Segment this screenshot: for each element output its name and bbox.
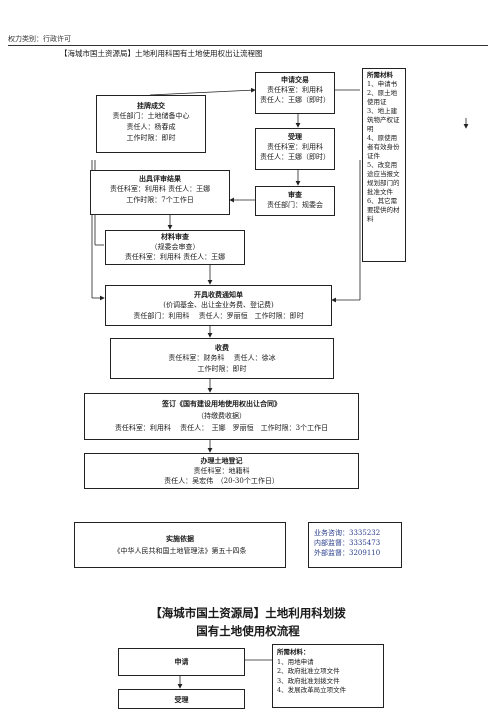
node-opinion-title: 出具评审结果 [139, 174, 181, 183]
node2-materials-item: 4、发展改革局立项文件 [277, 686, 347, 694]
node-material-review-line1: （规委会审查） [150, 243, 200, 251]
permission-category: 权力类别：行政许可 [8, 35, 71, 43]
node-application-line2: 责任人：王娜（即时） [260, 96, 330, 104]
node-fee: 收费 责任科室：财务科 责任人：徐冰 工作时限：即时 [110, 338, 334, 379]
node2-materials: 所需材料： 1、用地申请 2、政府批准立项文件 3、政府批准划拨文件 4、发展改… [272, 644, 384, 708]
materials-item: 5、改变用途应当报文规划部门的批准文件 [367, 161, 400, 196]
node2-application: 申请 [118, 648, 245, 676]
materials-item: 2、原土地使用证 [367, 89, 398, 106]
node2-acceptance: 受理 [118, 689, 245, 709]
node-acceptance-line1: 责任科室：利用科 [267, 143, 323, 151]
materials-list: 所需材料 1、申请书 2、原土地使用证 3、地上建筑物产权证明 4、原使用者有效… [362, 68, 406, 262]
node-contract-line2: 责任科室：利用科 责任人： 王娜 罗丽恒 工作时限：3个工作日 [114, 424, 329, 432]
node-acceptance-line2: 责任人：王娜（即时） [260, 153, 330, 161]
contact-internal: 内部监督：3335473 [314, 539, 381, 547]
node-listing-line1: 责任部门：土地储备中心 [112, 112, 190, 120]
contact-external: 外部监督：3209110 [314, 549, 381, 557]
diagram2-title-line2: 国有土地使用权流程 [196, 624, 300, 638]
node-material-review-line2: 责任科室：利用科 责任人：王娜 [124, 253, 226, 261]
node-contract: 签订《国有建设用地使用权出让合同》 （持缴费收据） 责任科室：利用科 责任人： … [84, 393, 359, 440]
node-application: 申请交易 责任科室：利用科 责任人：王娜（即时） [255, 72, 335, 114]
node-fee-notice-line1: (价调基金、出让金业务费、登记费) [163, 301, 274, 309]
node-fee-title: 收费 [215, 343, 229, 352]
legal-basis-line1: 《中华人民共和国土地管理法》第五十四条 [113, 547, 247, 555]
node-registration-title: 办理土地登记 [200, 456, 243, 465]
node-review-line1: 责任部门：规委会 [267, 201, 323, 209]
node2-application-title: 申请 [174, 657, 189, 666]
materials-item: 3、地上建筑物产权证明 [367, 107, 400, 133]
node2-materials-item: 2、政府批准立项文件 [277, 667, 340, 675]
node2-materials-item: 1、用地申请 [277, 657, 314, 666]
diagram2-title-line1: 【海城市国土资源局】土地利用科划拨 [150, 606, 346, 620]
diagram-title: 【海城市国土资源局】土地利用科国有土地使用权出让流程图 [60, 49, 263, 58]
header-divider [8, 45, 488, 46]
node-review: 审查 责任部门：规委会 [255, 186, 335, 216]
node-fee-notice: 开具收费通知单 (价调基金、出让金业务费、登记费) 责任部门：利用科 责任人：罗… [105, 285, 332, 326]
node-registration-line1: 责任科室：地籍科 [193, 467, 250, 475]
node-listing-line2: 责任人：杨春成 [126, 123, 176, 131]
materials-item: 6、其它需要提供的材料 [367, 197, 400, 223]
legal-basis-title: 实施依据 [166, 534, 194, 543]
node-registration-line2: 责任人：吴宏伟 （20-30个工作日） [164, 477, 279, 485]
node-acceptance-title: 受理 [288, 132, 302, 141]
node-listing-title: 挂牌成交 [137, 101, 165, 110]
node-material-review: 材料审查 （规委会审查） 责任科室：利用科 责任人：王娜 [105, 230, 245, 265]
node-material-review-title: 材料审查 [161, 232, 189, 241]
node-application-title: 申请交易 [281, 75, 309, 84]
node-opinion: 出具评审结果 责任科室：利用科 责任人：王娜 工作时限：7个工作日 [90, 170, 230, 215]
node-acceptance: 受理 责任科室：利用科 责任人：王娜（即时） [255, 128, 335, 170]
node-listing: 挂牌成交 责任部门：土地储备中心 责任人：杨春成 工作时限：即时 [96, 95, 206, 153]
node-opinion-line2: 工作时限：7个工作日 [126, 196, 194, 204]
node-fee-line2: 工作时限：即时 [197, 365, 247, 373]
materials-item: 4、原使用者有效身份证件 [367, 134, 400, 160]
node-fee-line1: 责任科室：财务科 责任人：徐冰 [168, 354, 276, 362]
node-fee-notice-line2: 责任部门：利用科 责任人：罗丽恒 工作时限：即时 [133, 312, 304, 320]
node2-materials-item: 3、政府批准划拨文件 [277, 676, 340, 685]
materials-title: 所需材料 [367, 71, 393, 79]
node2-acceptance-title: 受理 [174, 695, 189, 704]
materials-item: 1、申请书 [367, 80, 398, 88]
node-review-title: 审查 [288, 190, 302, 199]
arrow-listing-to-application [149, 87, 256, 96]
node-contract-line1: （持缴费收据） [197, 412, 246, 420]
contact-info: 业务咨询：3335232 内部监督：3335473 外部监督：3209110 [308, 522, 402, 568]
contact-consult: 业务咨询：3335232 [314, 529, 381, 537]
legal-basis: 实施依据 《中华人民共和国土地管理法》第五十四条 [74, 522, 286, 568]
node-listing-line3: 工作时限：即时 [126, 134, 176, 142]
node-fee-notice-title: 开具收费通知单 [194, 290, 243, 299]
node2-materials-title: 所需材料： [277, 648, 310, 656]
node-opinion-line1: 责任科室：利用科 责任人：王娜 [109, 185, 211, 193]
node-application-line1: 责任科室：利用科 [267, 86, 323, 94]
node-contract-title: 签订《国有建设用地使用权出让合同》 [162, 399, 281, 408]
node-registration: 办理土地登记 责任科室：地籍科 责任人：吴宏伟 （20-30个工作日） [84, 453, 359, 489]
